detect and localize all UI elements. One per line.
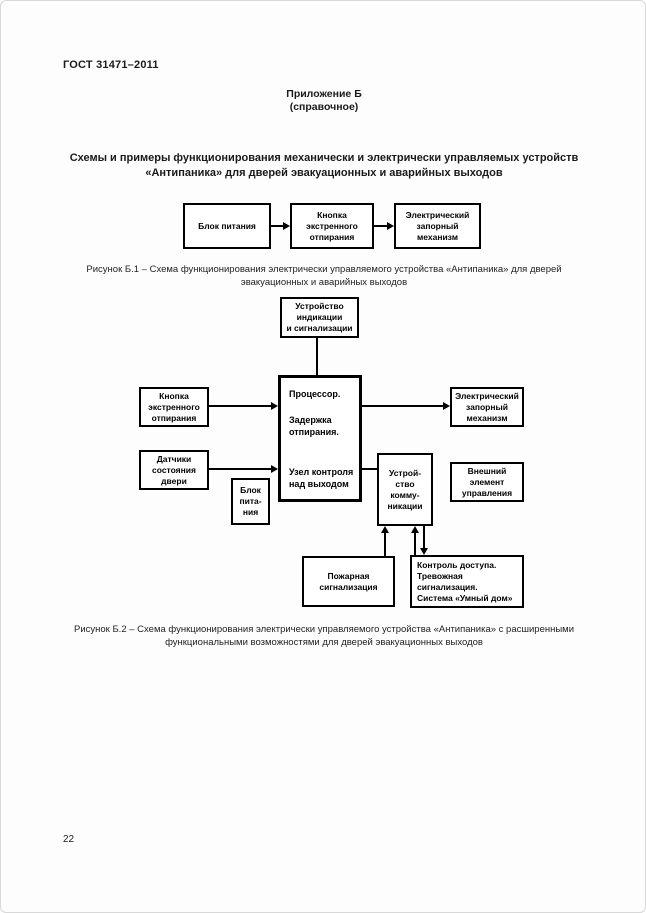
- processor-title: Процессор.: [289, 389, 341, 399]
- processor-delay-label: Задержка отпирания.: [289, 415, 339, 437]
- doc-code: ГОСТ 31471–2011: [63, 59, 159, 71]
- b1-power-supply-box: Блок питания: [183, 203, 271, 249]
- b1-emergency-button-box: Кнопка экстренного отпирания: [290, 203, 374, 249]
- arrow-right-icon: [271, 402, 278, 410]
- connector-line: [362, 468, 377, 470]
- connector-line: [271, 225, 283, 227]
- figure-b2-caption: Рисунок Б.2 – Схема функционирования эле…: [73, 624, 575, 648]
- b2-processor-box: Процессор. Задержка отпирания. Узел конт…: [278, 375, 362, 502]
- arrow-right-icon: [443, 402, 450, 410]
- b2-access-control-box: Контроль доступа. Тревожная сигнализация…: [410, 555, 524, 608]
- arrow-down-icon: [420, 548, 428, 555]
- b1-electric-lock-box: Электрический запорный механизм: [394, 203, 481, 249]
- page-title: Схемы и примеры функционирования механич…: [69, 152, 579, 179]
- b2-power-supply-box: Блок пита- ния: [231, 478, 270, 525]
- connector-line: [374, 225, 387, 227]
- arrow-right-icon: [271, 465, 278, 473]
- appendix-label: Приложение Б: [286, 88, 362, 100]
- page-number: 22: [63, 834, 75, 845]
- appendix-kind: (справочное): [289, 101, 359, 113]
- b2-communication-device-box: Устрой- ство комму- никации: [377, 453, 433, 526]
- processor-exit-control-label: Узел контроля над выходом: [289, 467, 354, 489]
- connector-line: [384, 533, 386, 556]
- b2-indication-device-box: Устройство индикации и сигнализации: [280, 297, 359, 338]
- b2-emergency-button-box: Кнопка экстренного отпирания: [139, 387, 209, 427]
- b2-electric-lock-box: Электрический запорный механизм: [450, 387, 524, 427]
- b2-fire-alarm-box: Пожарная сигнализация: [302, 556, 395, 607]
- connector-line: [362, 405, 443, 407]
- arrow-up-icon: [381, 526, 389, 533]
- arrow-right-icon: [387, 222, 394, 230]
- arrow-up-icon: [411, 526, 419, 533]
- connector-line: [423, 526, 425, 548]
- connector-line: [209, 405, 271, 407]
- arrow-right-icon: [283, 222, 290, 230]
- b2-door-sensors-box: Датчики состояния двери: [139, 450, 209, 490]
- connector-line: [209, 468, 271, 470]
- connector-line: [316, 338, 318, 375]
- b2-external-control-box: Внешний элемент управления: [450, 462, 524, 502]
- figure-b1-caption: Рисунок Б.1 – Схема функционирования эле…: [86, 264, 562, 288]
- connector-line: [414, 533, 416, 555]
